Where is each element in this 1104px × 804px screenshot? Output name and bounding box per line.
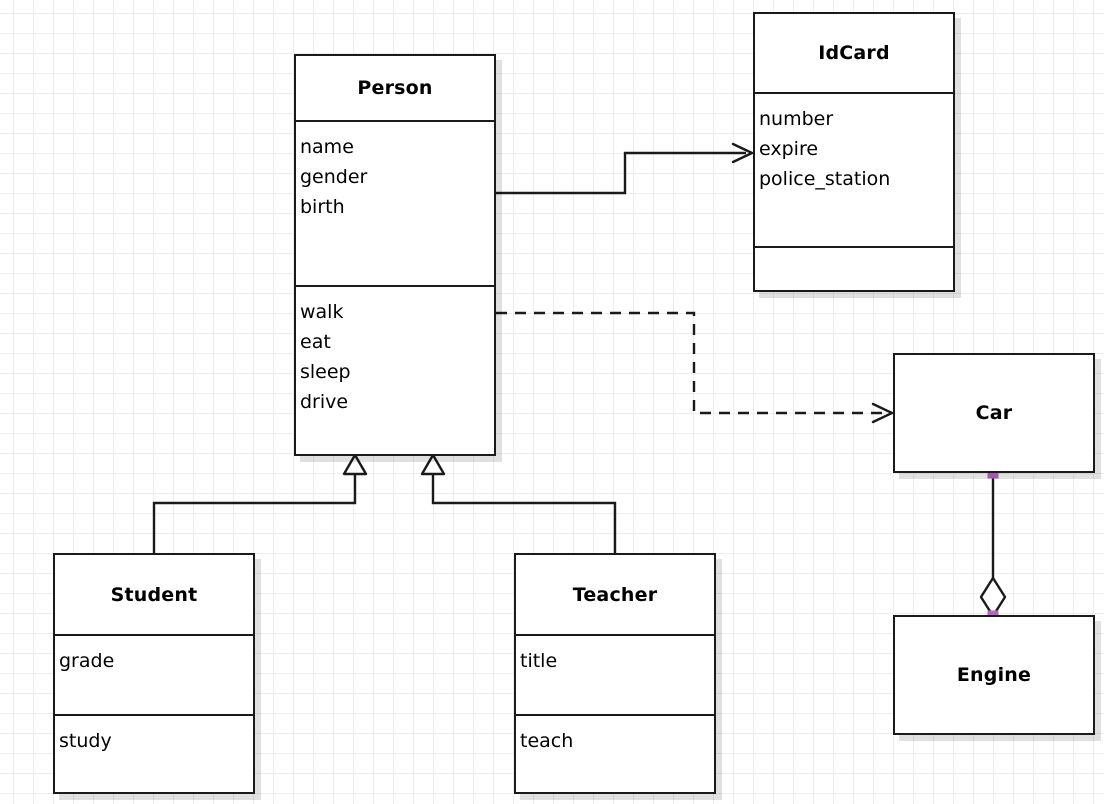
attribute-item: name [300, 136, 354, 158]
operations-compartment: walk eat sleep drive [296, 285, 494, 456]
attributes-compartment: number expire police_station [755, 92, 953, 246]
attributes-compartment: name gender birth [296, 120, 494, 285]
class-box-car[interactable]: Car [893, 353, 1095, 473]
attribute-item: title [520, 650, 558, 672]
operations-compartment: study [55, 714, 253, 794]
class-box-idcard[interactable]: IdCard number expire police_station [753, 12, 955, 292]
class-name-label: Person [357, 77, 433, 99]
connector-car-engine[interactable] [979, 473, 1007, 618]
class-name-compartment: Teacher [516, 555, 714, 634]
class-name-label: IdCard [818, 42, 890, 64]
operation-item: study [59, 730, 112, 752]
operation-item: sleep [300, 361, 351, 383]
attribute-item: police_station [759, 168, 891, 190]
class-name-compartment: Engine [895, 617, 1093, 733]
open-arrowhead-icon [731, 142, 754, 164]
operation-item: walk [300, 301, 344, 323]
class-name-compartment: Person [296, 56, 494, 120]
class-box-student[interactable]: Student grade study [53, 553, 255, 794]
class-name-compartment: Student [55, 555, 253, 634]
open-arrowhead-icon [871, 402, 894, 424]
class-name-label: Teacher [572, 583, 658, 606]
class-name-label: Student [110, 583, 198, 606]
attribute-item: number [759, 108, 834, 130]
class-box-person[interactable]: Person name gender birth walk eat sleep … [294, 54, 496, 456]
attributes-compartment: grade [55, 634, 253, 714]
connector-person-idcard[interactable] [496, 142, 754, 195]
attribute-item: expire [759, 138, 819, 160]
class-name-compartment: Car [895, 355, 1093, 471]
class-name-label: Car [975, 402, 1013, 424]
operations-compartment: teach [516, 714, 714, 794]
operation-item: eat [300, 331, 331, 353]
attribute-item: grade [59, 650, 115, 672]
connector-endpoint-handle-car[interactable] [987, 467, 999, 479]
operations-compartment [755, 246, 953, 292]
attribute-item: birth [300, 196, 345, 218]
class-name-compartment: IdCard [755, 14, 953, 92]
connector-student-person[interactable] [152, 453, 368, 553]
class-box-engine[interactable]: Engine [893, 615, 1095, 735]
hollow-triangle-icon [342, 453, 368, 476]
operation-item: drive [300, 391, 349, 413]
attributes-compartment: title [516, 634, 714, 714]
connector-person-car[interactable] [496, 311, 894, 424]
connector-teacher-person[interactable] [420, 453, 617, 553]
attribute-item: gender [300, 166, 368, 188]
class-box-teacher[interactable]: Teacher title teach [514, 553, 716, 794]
operation-item: teach [520, 730, 574, 752]
class-name-label: Engine [956, 664, 1032, 686]
hollow-triangle-icon [420, 453, 446, 476]
